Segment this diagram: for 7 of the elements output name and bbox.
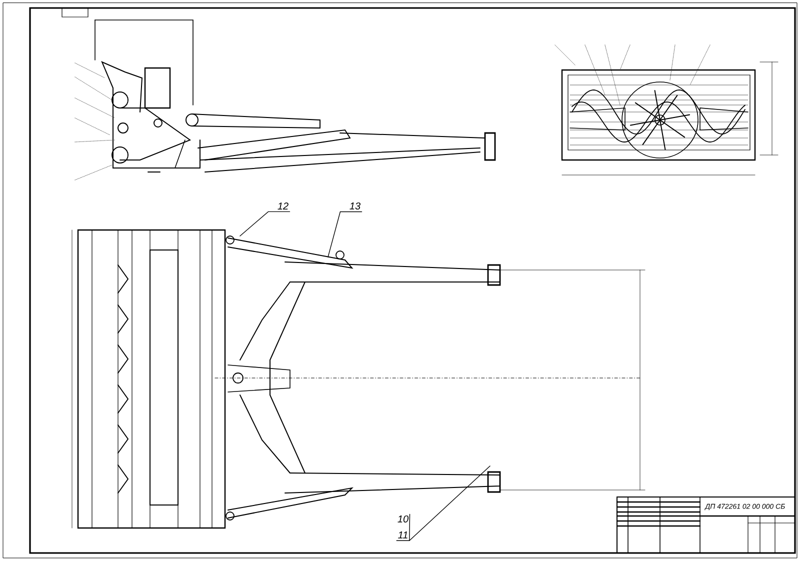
callout-number: 10: [398, 515, 408, 523]
callout-number: 12: [278, 202, 288, 210]
leader-line: [328, 211, 362, 258]
callout-number: 13: [350, 202, 360, 210]
leader-line: [396, 466, 490, 541]
leader-line: [240, 211, 290, 236]
callout-number: 11: [398, 532, 408, 538]
